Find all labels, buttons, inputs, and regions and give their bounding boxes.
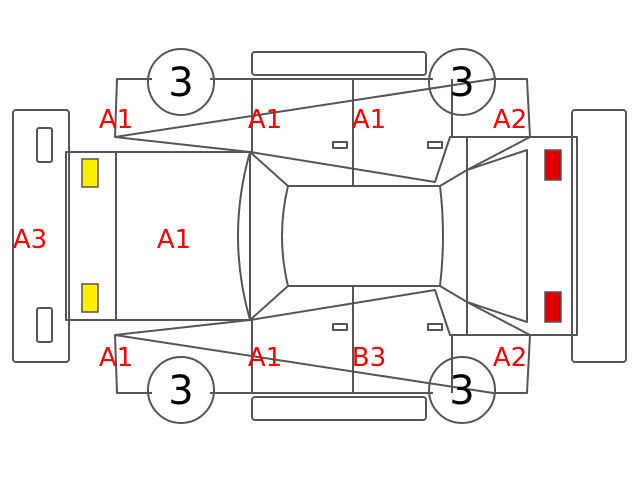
- top-side-panel: [114, 78, 531, 183]
- damage-labels: A1 A1 A1 A2 A3 A1 A1 A1 B3 A2: [13, 105, 527, 373]
- tire-rear-left-arch: [147, 356, 215, 424]
- front-bumper: [12, 109, 70, 363]
- taillight-top: [544, 149, 562, 181]
- windshield-lower: [249, 285, 531, 336]
- tire-front-right-arch: [428, 48, 496, 116]
- headlight-top: [81, 158, 99, 188]
- taillight-bottom: [544, 291, 562, 323]
- top-front-door-handle: [332, 141, 348, 149]
- tire-grade-rear-right: 3: [449, 368, 474, 414]
- damage-label-door-bottom-rear: B3: [352, 343, 386, 373]
- rear-window: [466, 149, 528, 323]
- bottom-rear-door-handle: [427, 323, 443, 331]
- top-side-sill: [251, 51, 427, 76]
- damage-label-fender-bottom-left: A1: [99, 343, 133, 373]
- damage-label-quarter-top-right: A2: [493, 105, 527, 135]
- front-bumper-slot-bottom: [36, 307, 53, 343]
- tire-grade-rear-left: 3: [168, 368, 193, 414]
- vehicle-outline: [12, 48, 627, 424]
- damage-label-fender-top-left: A1: [248, 105, 282, 135]
- damage-label-door-bottom-front: A1: [248, 343, 282, 373]
- windshield: [249, 136, 531, 187]
- tire-grade-labels: 3 3 3 3: [168, 60, 474, 414]
- bottom-front-door-handle: [332, 323, 348, 331]
- front-bumper-slot-top: [36, 127, 53, 163]
- bottom-side-sill: [251, 396, 427, 421]
- bottom-side-panel: [114, 289, 531, 394]
- tire-rear-right-arch: [428, 356, 496, 424]
- damage-label-hood-top-left: A1: [99, 105, 133, 135]
- windshield-curve: [237, 151, 251, 321]
- tire-grade-front-right: 3: [449, 60, 474, 106]
- tire-grade-front-left: 3: [168, 60, 193, 106]
- rear-bumper: [571, 109, 627, 363]
- headlight-bottom: [81, 283, 99, 313]
- hood-panel: [65, 151, 251, 321]
- top-rear-door-handle: [427, 141, 443, 149]
- damage-label-door-top-front: A1: [352, 105, 386, 135]
- damage-label-quarter-bottom-right: A2: [493, 343, 527, 373]
- roof: [281, 185, 444, 287]
- tire-front-left-arch: [147, 48, 215, 116]
- damage-label-hood: A1: [157, 225, 191, 255]
- damage-label-bumper-front: A3: [13, 225, 47, 255]
